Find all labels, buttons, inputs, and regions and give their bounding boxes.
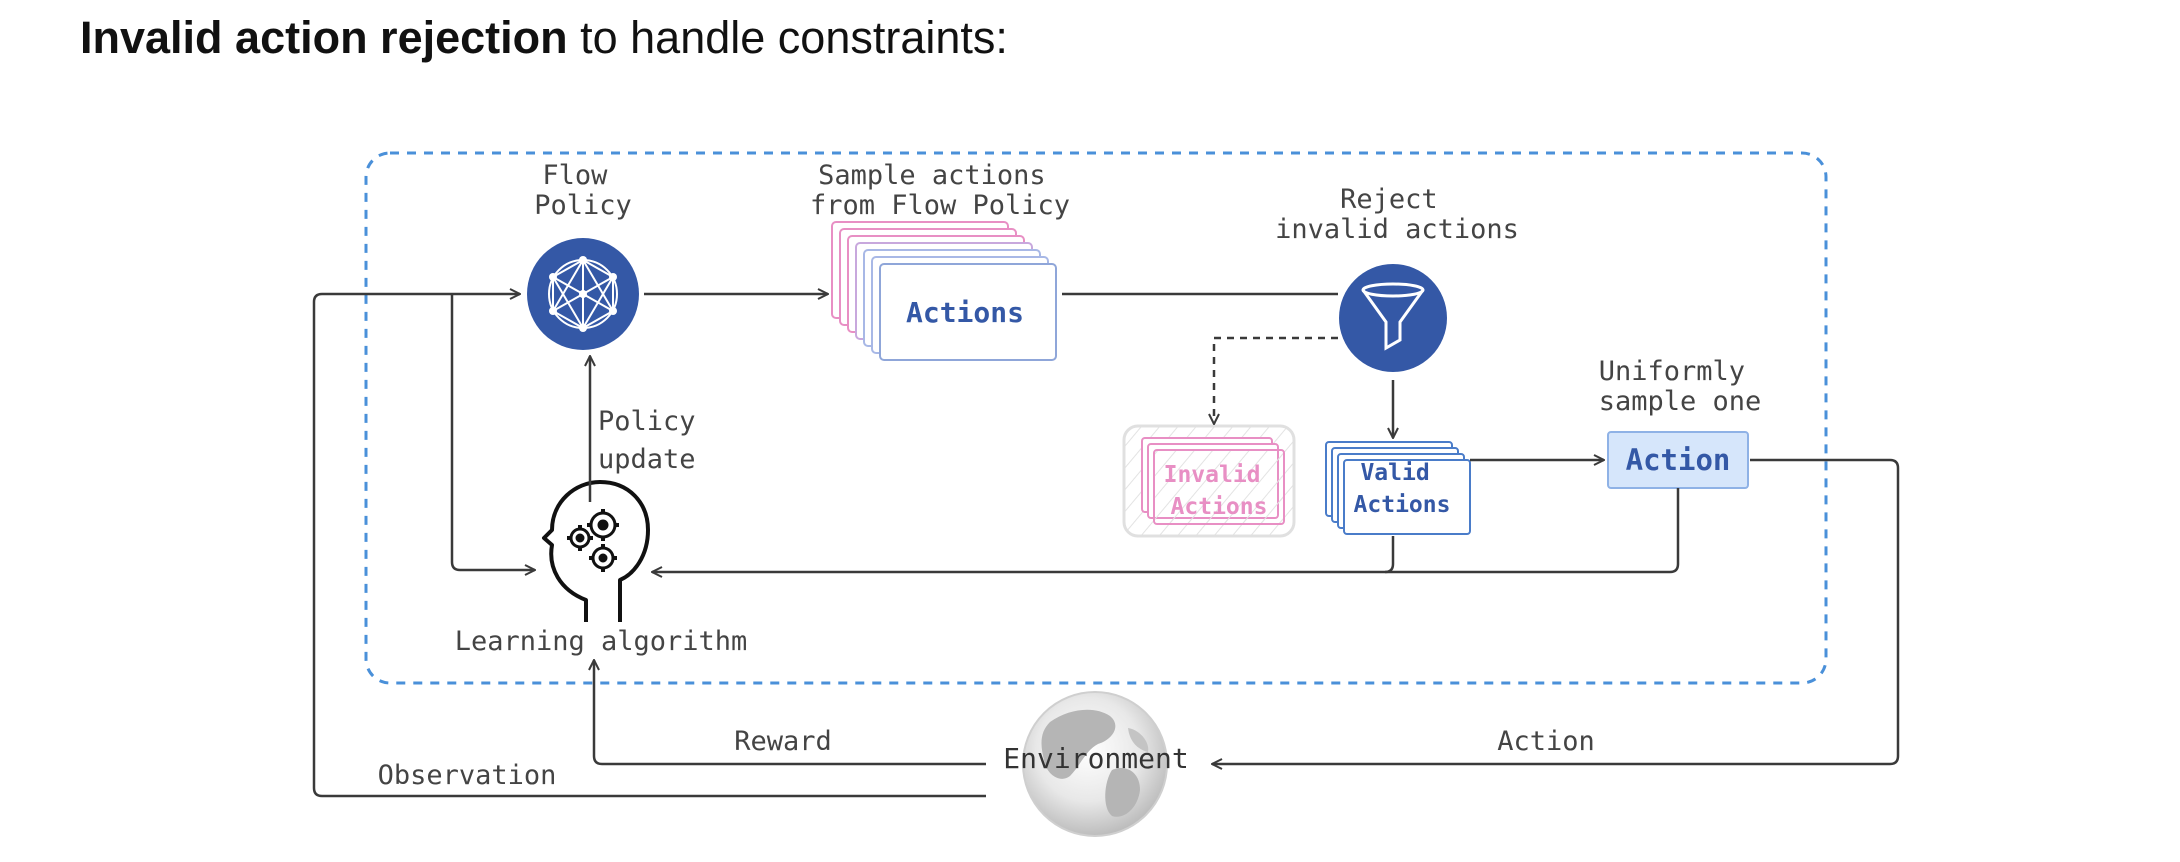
flow-policy-label-1: Flow	[542, 160, 608, 191]
observation-to-learning-arrow	[450, 294, 535, 570]
valid-card-label-2: Actions	[1354, 492, 1451, 518]
observation-arrow	[312, 294, 986, 798]
learning-algorithm-node: Learning algorithm	[455, 480, 748, 657]
action-box-label: Action	[1626, 443, 1731, 477]
environment-label: Environment	[1003, 742, 1188, 775]
valid-actions-stack: Valid Actions	[1325, 441, 1471, 535]
globe-icon	[1022, 691, 1168, 837]
action-edge-label: Action	[1497, 726, 1595, 757]
svg-text:Policy update: Policy update	[598, 406, 712, 475]
heading-rest: to handle constraints:	[567, 12, 1008, 63]
policy-update-label-2: update	[598, 444, 696, 475]
sample-label-1: Sample actions	[818, 160, 1046, 191]
agent-boundary	[364, 151, 1828, 685]
heading-bold: Invalid action rejection	[80, 12, 568, 63]
svg-text:Reject invalid actions: Reject invalid actions	[1275, 184, 1519, 245]
uniformly-label-1: Uniformly	[1599, 356, 1745, 387]
reject-to-invalid-arrow	[1214, 336, 1338, 424]
head-gears-icon	[542, 480, 650, 622]
invalid-card-label-2: Actions	[1171, 494, 1268, 520]
sample-label-2: from Flow Policy	[810, 190, 1070, 221]
selected-action-node: Uniformly sample one Action	[1599, 356, 1762, 489]
uniformly-label-2: sample one	[1599, 386, 1762, 417]
reject-label-1: Reject	[1340, 184, 1438, 215]
environment-node: Environment	[1003, 691, 1189, 837]
reward-label: Reward	[734, 726, 832, 757]
reject-label-2: invalid actions	[1275, 214, 1519, 245]
reject-node: Reject invalid actions	[1275, 184, 1519, 372]
observation-label: Observation	[378, 760, 557, 791]
svg-text:Flow Policy: Flow Policy	[534, 160, 632, 221]
svg-text:Valid Actions: Valid Actions	[1354, 460, 1451, 518]
invalid-actions-stack: Invalid Actions	[1122, 424, 1296, 538]
policy-update-label-1: Policy	[598, 406, 696, 437]
reward-arrow	[594, 660, 986, 766]
flow-policy-label-2: Policy	[534, 190, 632, 221]
sampled-actions-stack: Sample actions from Flow Policy Actions	[810, 160, 1070, 361]
action-to-environment-arrow	[1212, 458, 1900, 764]
valid-to-learning-line	[1384, 536, 1395, 574]
svg-text:Uniformly sample one: Uniformly sample one	[1599, 356, 1762, 417]
svg-text:Sample actions from Flow: Sample actions from Flow Policy	[810, 160, 1070, 221]
connectors	[312, 294, 1900, 798]
valid-card-label-1: Valid	[1360, 460, 1429, 486]
funnel-icon	[1361, 282, 1425, 351]
gears	[567, 509, 619, 572]
actions-card-label: Actions	[906, 296, 1024, 329]
page-heading: Invalid action rejection to handle const…	[80, 12, 1008, 64]
action-to-learning-arrow	[652, 488, 1680, 572]
flow-policy-node: Flow Policy	[527, 160, 639, 350]
learning-algorithm-label: Learning algorithm	[455, 626, 748, 657]
invalid-card-label-1: Invalid	[1164, 462, 1261, 488]
svg-text:Invalid Actions: Invalid Actions	[1164, 462, 1275, 520]
